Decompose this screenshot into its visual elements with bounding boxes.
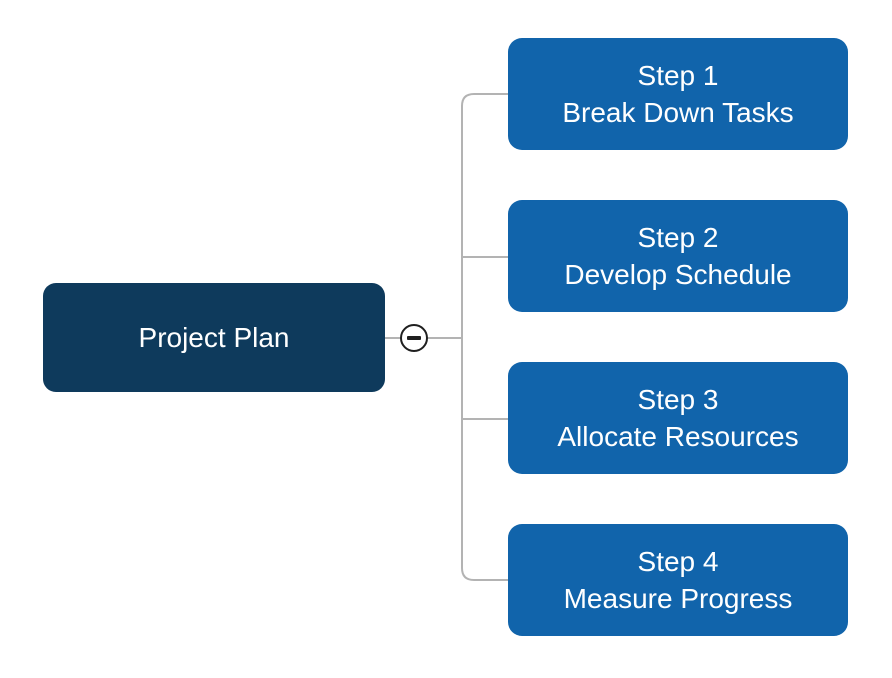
step-subtitle: Allocate Resources: [557, 421, 799, 452]
collapse-button[interactable]: [400, 324, 428, 352]
step-title: Step 1: [637, 60, 719, 91]
root-node-label: Project Plan: [138, 322, 290, 353]
step-subtitle: Break Down Tasks: [562, 97, 794, 128]
root-node[interactable]: Project Plan: [43, 283, 385, 392]
connector-trunk-bracket: [461, 93, 508, 581]
step-title: Step 3: [637, 384, 719, 415]
step-node-3[interactable]: Step 3 Allocate Resources: [508, 362, 848, 474]
step-node-4[interactable]: Step 4 Measure Progress: [508, 524, 848, 636]
step-node-2[interactable]: Step 2 Develop Schedule: [508, 200, 848, 312]
step-node-1[interactable]: Step 1 Break Down Tasks: [508, 38, 848, 150]
step-title: Step 4: [637, 546, 719, 577]
step-title: Step 2: [637, 222, 719, 253]
step-subtitle: Develop Schedule: [564, 259, 792, 290]
minus-icon: [407, 336, 421, 340]
step-subtitle: Measure Progress: [563, 583, 793, 614]
